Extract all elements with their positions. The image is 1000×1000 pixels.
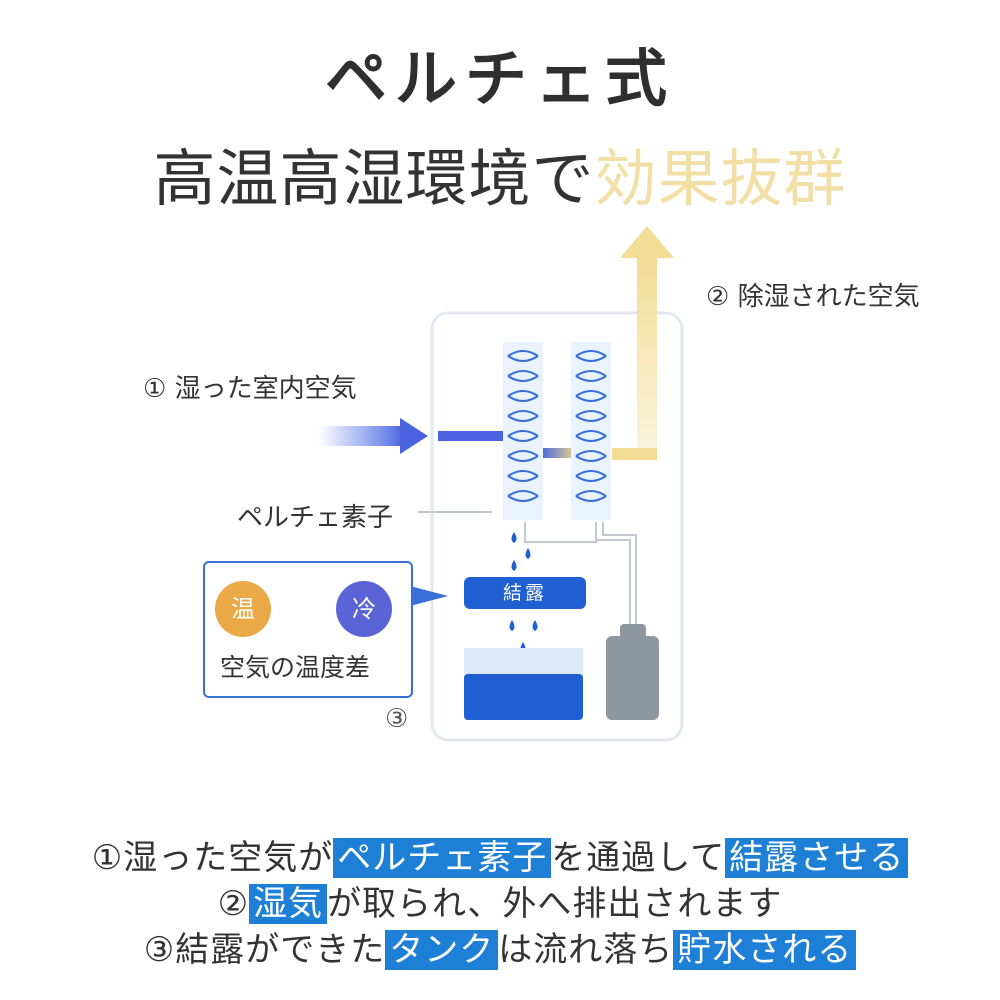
callout-pointer <box>410 586 448 606</box>
label-humid-air: ① 湿った室内空気 <box>143 374 357 404</box>
callout-caption: 空気の温度差 <box>220 653 371 682</box>
exhaust-link <box>612 448 657 460</box>
step-3-marker: ③ <box>385 704 409 734</box>
step-1-prefix: ①湿った空気が <box>91 838 334 878</box>
subtitle-main: 高温高湿環境で <box>153 142 595 215</box>
label-peltier-element: ペルチェ素子 <box>237 503 394 533</box>
step-3-highlight-2: 貯水される <box>673 930 857 970</box>
tank-top-water <box>464 648 583 678</box>
exhaust-arrow-head <box>620 226 674 258</box>
drain-bottle <box>606 636 659 720</box>
intake-arrow-shaft <box>318 426 404 446</box>
step-2-suffix: が取られ、外へ排出されます <box>327 884 783 924</box>
water-tank <box>464 674 583 720</box>
drain-pipe-b <box>595 522 631 626</box>
intake-arrow-head <box>400 418 428 454</box>
coil-link <box>541 448 577 458</box>
step-1-mid: を通過して <box>551 838 726 878</box>
device-body <box>430 311 684 742</box>
coil-1-spring <box>507 350 539 502</box>
step-1: ①湿った空気がペルチェ素子を通過して結露させる <box>0 830 1000 879</box>
exhaust-duct <box>637 258 657 458</box>
droplet <box>509 620 515 631</box>
warm-badge: 温 <box>215 581 271 637</box>
page-title: ペルチェ式 <box>324 42 675 115</box>
droplet <box>525 548 531 559</box>
step-2-highlight: 湿気 <box>249 884 328 924</box>
page-subtitle: 高温高湿環境で効果抜群 <box>0 128 1000 218</box>
drain-bottle-cap <box>620 624 646 638</box>
step-3: ③結露ができたタンクは流れ落ち貯水される <box>0 922 1000 971</box>
step-3-prefix: ③結露ができた <box>143 930 386 970</box>
coil-2-spring <box>575 350 607 502</box>
step-3-mid: は流れ落ち <box>498 930 674 970</box>
label-dehumidified-air: ② 除湿された空気 <box>706 282 920 312</box>
drain-pipe-c <box>602 522 637 626</box>
droplet <box>532 620 538 631</box>
step-2-prefix: ② <box>217 884 250 924</box>
step-1-highlight-2: 結露させる <box>725 838 909 878</box>
droplet <box>511 560 517 571</box>
intake-duct <box>438 431 506 441</box>
condensation-badge: 結露 <box>464 577 586 609</box>
step-3-highlight-1: タンク <box>385 930 499 970</box>
subtitle-accent: 効果抜群 <box>594 142 847 215</box>
droplet <box>511 532 517 543</box>
cold-badge: 冷 <box>336 581 392 637</box>
step-1-highlight-1: ペルチェ素子 <box>333 838 552 878</box>
